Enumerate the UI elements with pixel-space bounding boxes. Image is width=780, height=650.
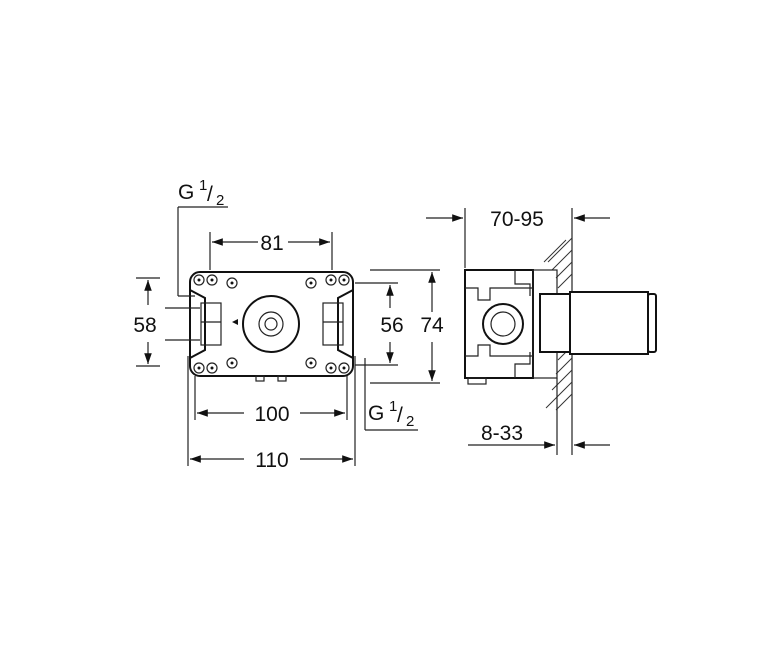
svg-text:G: G [178,181,194,204]
right-slot [322,302,344,346]
dim-100-label: 100 [254,403,289,426]
side-outlet [482,303,524,345]
svg-text:2: 2 [216,192,224,209]
extension-sleeve [539,293,571,353]
dim-58-label: 58 [133,314,156,337]
dim-70-95-label: 70-95 [490,208,544,231]
right-bracket [337,289,354,359]
dim-56-label: 56 [380,314,403,337]
screw-holes [193,274,350,374]
svg-text:1: 1 [199,177,207,194]
svg-text:2: 2 [406,413,414,430]
side-view: 70-95 8-33 [426,208,657,455]
bottom-connectors [255,375,287,382]
dim-81-label: 81 [260,232,283,255]
thread-label-top: G 1 / 2 [178,177,224,209]
mounting-plate [189,271,354,377]
dim-74-label: 74 [420,314,444,337]
svg-text:/: / [397,404,403,427]
svg-text:1: 1 [389,398,397,415]
svg-text:/: / [207,183,213,206]
dim-8-33-label: 8-33 [481,422,523,445]
front-view: 81 G 1 / 2 58 56 74 [133,177,444,472]
central-outlet [232,295,300,353]
thread-label-bottom: G 1 / 2 [368,398,414,430]
extension-body [569,291,649,355]
dim-110-label: 110 [255,449,288,472]
left-slot [200,302,222,346]
svg-text:G: G [368,402,384,425]
left-bracket [189,289,206,359]
